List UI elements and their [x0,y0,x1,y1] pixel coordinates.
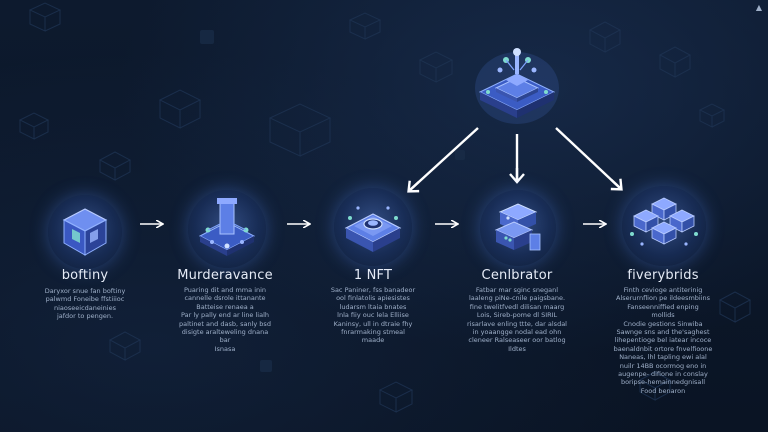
circuit-chip-icon [198,198,256,256]
step-3-title: 1 NFT [353,268,393,283]
step-1-icon-backdrop [48,195,122,269]
step-2-description: Puaring dit and mma inin cannelle dsrole… [179,286,271,353]
arrow-top-to-3 [407,127,479,193]
nft-token-icon [344,206,402,252]
corner-mark: ▲ [755,3,762,12]
arrow-top-to-5 [555,127,623,191]
cube-grid-icon [630,197,698,246]
step-2-title: Murderavance [177,268,273,283]
step-5-title: fiverybrids [627,268,699,283]
hub-chip-icon [475,48,559,124]
step-3-description: Sac Paniner, fss banadeor ool finlatolis… [330,286,416,345]
step-1-description: Daryxor snue fan boftiny palwmd Foneibe … [44,287,126,321]
server-stack-icon [494,203,541,251]
step-4-title: Cenlbrator [481,268,553,283]
step-2-icon-backdrop [188,190,266,268]
step-4-description: Fatbar mar sginc sneganl laaleng piNe-cn… [467,286,567,353]
top-hub-node [470,40,564,130]
step-5-icon-backdrop [622,186,706,266]
cube-icon [62,208,108,256]
step-3-icon-backdrop [334,188,412,266]
step-5-description: Finth cevioge antiterinig Alserurnflion … [613,286,713,395]
step-1-title: boftiny [61,268,109,283]
step-4-icon-backdrop [480,190,556,266]
